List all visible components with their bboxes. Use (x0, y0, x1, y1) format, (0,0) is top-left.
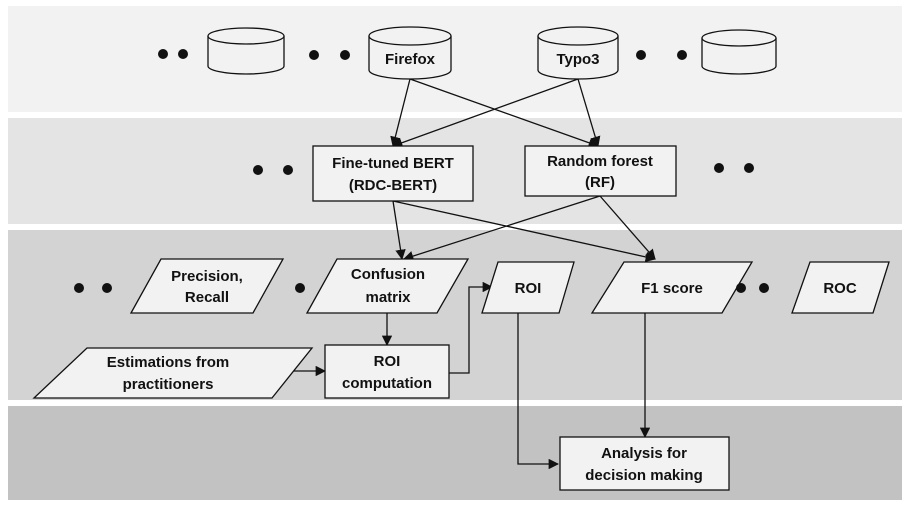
rf-label-line2: (RF) (585, 174, 615, 191)
layer-analysis: Analysis for decision making (559, 436, 730, 491)
ellipsis-dot (714, 163, 724, 173)
analysis-label-line1: Analysis for (601, 445, 687, 462)
edge-rf-confusion (403, 195, 601, 262)
node-roi: ROI (481, 261, 575, 314)
ellipsis-dot (736, 283, 746, 293)
edge-firefox-bert (390, 78, 411, 148)
roi-comp-label-line2: computation (342, 375, 432, 392)
node-precision-recall: Precision, Recall (129, 258, 285, 314)
node-fine-tuned-bert: Fine-tuned BERT (RDC-BERT) (312, 145, 474, 202)
node-f1-score: F1 score (590, 261, 754, 314)
database-unnamed-2 (701, 29, 777, 75)
band-analysis (8, 406, 902, 500)
typo3-label: Typo3 (556, 51, 599, 68)
ellipsis-dot (295, 283, 305, 293)
bert-label-line1: Fine-tuned BERT (332, 155, 454, 172)
ellipsis-dot (158, 49, 168, 59)
node-random-forest: Random forest (RF) (524, 145, 677, 197)
edge-roi-analysis (517, 313, 560, 470)
ellipsis-dot (744, 163, 754, 173)
edge-firefox-rf (409, 78, 599, 148)
database-firefox: Firefox (368, 26, 452, 80)
ellipsis-dot (309, 50, 319, 60)
layer-metrics: Precision, Recall Confusion matrix ROI F… (32, 258, 890, 399)
node-analysis: Analysis for decision making (559, 436, 730, 491)
estimations-label-line1: Estimations from (107, 354, 230, 371)
edge-rf-f1 (599, 195, 656, 260)
precision-label-line1: Precision, (171, 268, 243, 285)
ellipsis-dot (759, 283, 769, 293)
layer-data-sources: Firefox Typo3 (158, 26, 777, 80)
precision-label-line2: Recall (185, 289, 229, 306)
confusion-label-line1: Confusion (351, 266, 425, 283)
edge-bert-confusion (392, 200, 406, 261)
node-roc: ROC (791, 261, 890, 314)
analysis-label-line2: decision making (585, 467, 703, 484)
layer-models: Fine-tuned BERT (RDC-BERT) Random forest… (253, 145, 754, 202)
f1-label: F1 score (641, 280, 703, 297)
ellipsis-dot (253, 165, 263, 175)
database-unnamed-1 (207, 27, 285, 75)
ellipsis-dot (636, 50, 646, 60)
edge-roicomp-roi (449, 281, 494, 374)
database-typo3: Typo3 (537, 26, 619, 80)
confusion-label-line2: matrix (365, 289, 411, 306)
rf-label-line1: Random forest (547, 153, 653, 170)
edge-typo3-bert (392, 78, 579, 148)
roc-label: ROC (823, 280, 857, 297)
ellipsis-dot (283, 165, 293, 175)
node-confusion-matrix: Confusion matrix (305, 258, 470, 314)
node-estimations: Estimations from practitioners (32, 347, 314, 399)
ellipsis-dot (102, 283, 112, 293)
edge-bert-f1 (392, 200, 657, 263)
ellipsis-dot (74, 283, 84, 293)
ellipsis-dot (340, 50, 350, 60)
firefox-label: Firefox (385, 51, 436, 68)
estimations-label-line2: practitioners (123, 376, 214, 393)
roi-label: ROI (515, 280, 542, 297)
roi-comp-label-line1: ROI (374, 353, 401, 370)
edge-typo3-rf (577, 78, 601, 147)
bert-label-line2: (RDC-BERT) (349, 177, 437, 194)
node-roi-computation: ROI computation (324, 344, 450, 399)
edges (288, 78, 657, 470)
ellipsis-dot (178, 49, 188, 59)
ellipsis-dot (677, 50, 687, 60)
